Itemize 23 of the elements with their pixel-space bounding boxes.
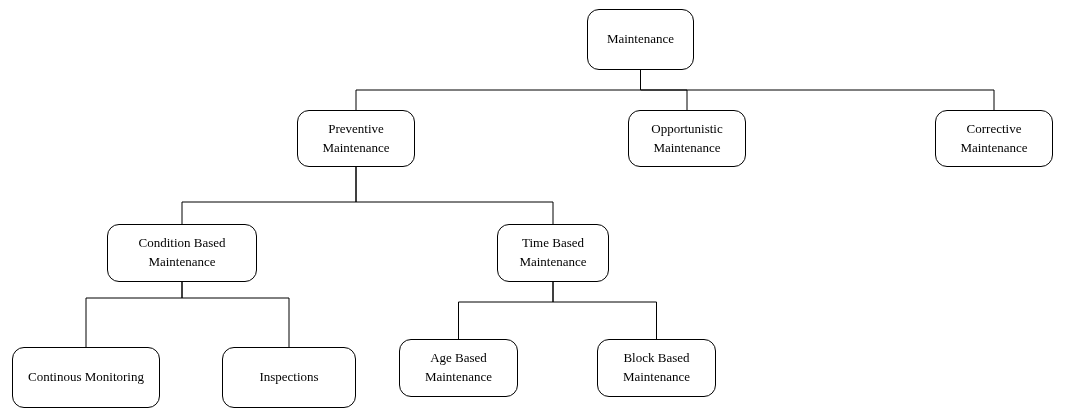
process-box <box>399 339 518 397</box>
node-label: Age Based Maintenance <box>423 349 494 386</box>
connector-line <box>355 166 554 225</box>
process-box <box>587 9 694 70</box>
process-box <box>12 347 160 408</box>
node-label: Inspections <box>259 368 319 387</box>
node-label: Block Based Maintenance <box>621 349 692 386</box>
process-box <box>935 110 1053 167</box>
process-box <box>107 224 257 282</box>
process-box <box>297 110 415 167</box>
connector-line <box>181 281 290 348</box>
node-label: Condition Based Maintenance <box>137 234 227 271</box>
connector-line <box>552 281 657 340</box>
process-box <box>497 224 609 282</box>
node-label: Maintenance <box>606 30 675 49</box>
node-label: Opportunistic Maintenance <box>650 119 724 157</box>
node-label: Preventive Maintenance <box>321 119 391 157</box>
node-label: Corrective Maintenance <box>959 119 1029 157</box>
process-box <box>222 347 356 408</box>
process-box <box>628 110 746 167</box>
node-label: Continous Monitoring <box>28 368 144 387</box>
node-label: Time Based Maintenance <box>518 234 588 271</box>
process-box <box>597 339 716 397</box>
